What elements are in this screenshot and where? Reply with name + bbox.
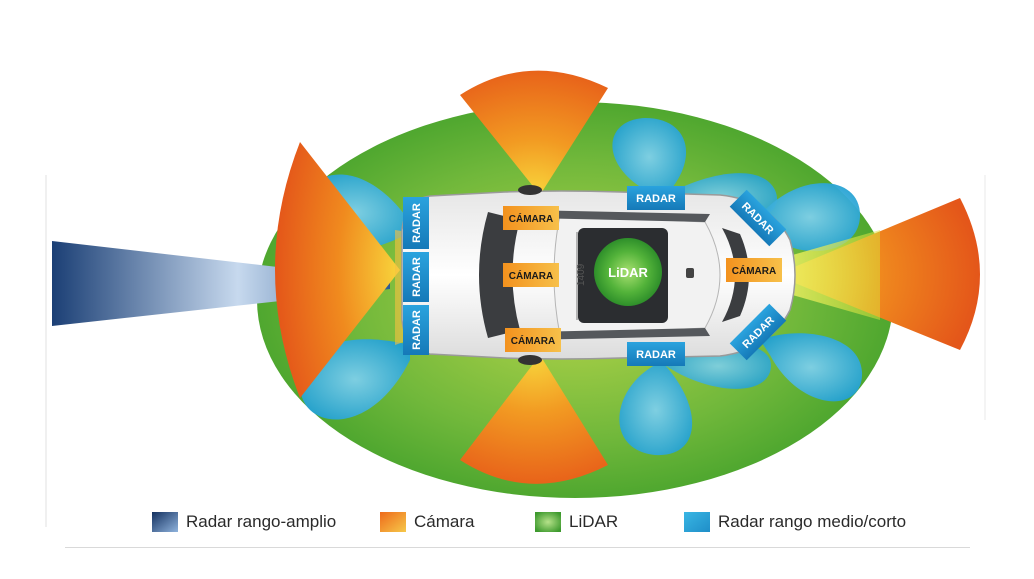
legend-divider [65,547,970,548]
radar-label-front-top-text: RADAR [411,203,423,243]
legend-label-wide-radar: Radar rango-amplio [186,512,337,531]
car-side-window-top [525,210,710,222]
radar-label-front-middle-text: RADAR [411,257,423,297]
mirror-right [518,355,542,365]
camera-cone-rear-narrow [775,230,880,320]
measure-label: 1409 [576,263,587,286]
radar-label-front-top: RADAR [403,197,429,249]
camera-label-bottom: CÁMARA [505,328,561,352]
camera-cone-bottom [460,355,608,484]
legend-item-camera: Cámara [380,508,474,536]
camera-cone-top [460,70,608,195]
radar-lobe-top-left [612,118,687,196]
camera-cone-front-wide [275,142,400,398]
lidar-label: LiDAR [608,265,648,280]
wide-range-radar-beam [52,241,390,326]
camera-label-top: CÁMARA [503,206,559,230]
legend-item-wide-radar: Radar rango-amplio [152,508,336,536]
mid-short-radar-swatch [684,512,710,532]
legend-item-mid-short-radar: Radar rango medio/corto [684,508,906,536]
mirror-left [518,185,542,195]
radar-label-side-top: RADAR [627,186,685,210]
camera-label-bottom-text: CÁMARA [511,334,555,347]
camera-label-rear-text: CÁMARA [732,264,776,277]
radar-label-side-bottom-text: RADAR [636,349,676,361]
camera-label-top-text: CÁMARA [509,212,553,225]
camera-label-middle: CÁMARA [503,263,559,287]
legend-label-mid-short-radar: Radar rango medio/corto [718,512,907,531]
radar-label-side-top-text: RADAR [636,193,676,205]
radar-label-front-bottom-text: RADAR [411,310,423,350]
car-side-window-bottom [525,328,710,340]
camera-label-rear: CÁMARA [726,258,782,282]
lidar-sensor [594,238,662,306]
rear-logo [686,268,694,278]
camera-label-middle-text: CÁMARA [509,269,553,282]
radar-lobe-rear-lower [760,333,863,402]
radar-label-front-bottom: RADAR [403,305,429,355]
lidar-swatch [535,512,561,532]
radar-label-side-bottom: RADAR [627,342,685,366]
radar-label-front-middle: RADAR [403,252,429,302]
legend-label-lidar: LiDAR [569,512,619,531]
wide-range-radar-swatch [152,512,178,532]
car-windshield [479,212,520,338]
legend-item-lidar: LiDAR [535,508,618,536]
legend-label-camera: Cámara [414,512,475,531]
camera-swatch [380,512,406,532]
radar-lobe-bottom-left [619,365,693,456]
